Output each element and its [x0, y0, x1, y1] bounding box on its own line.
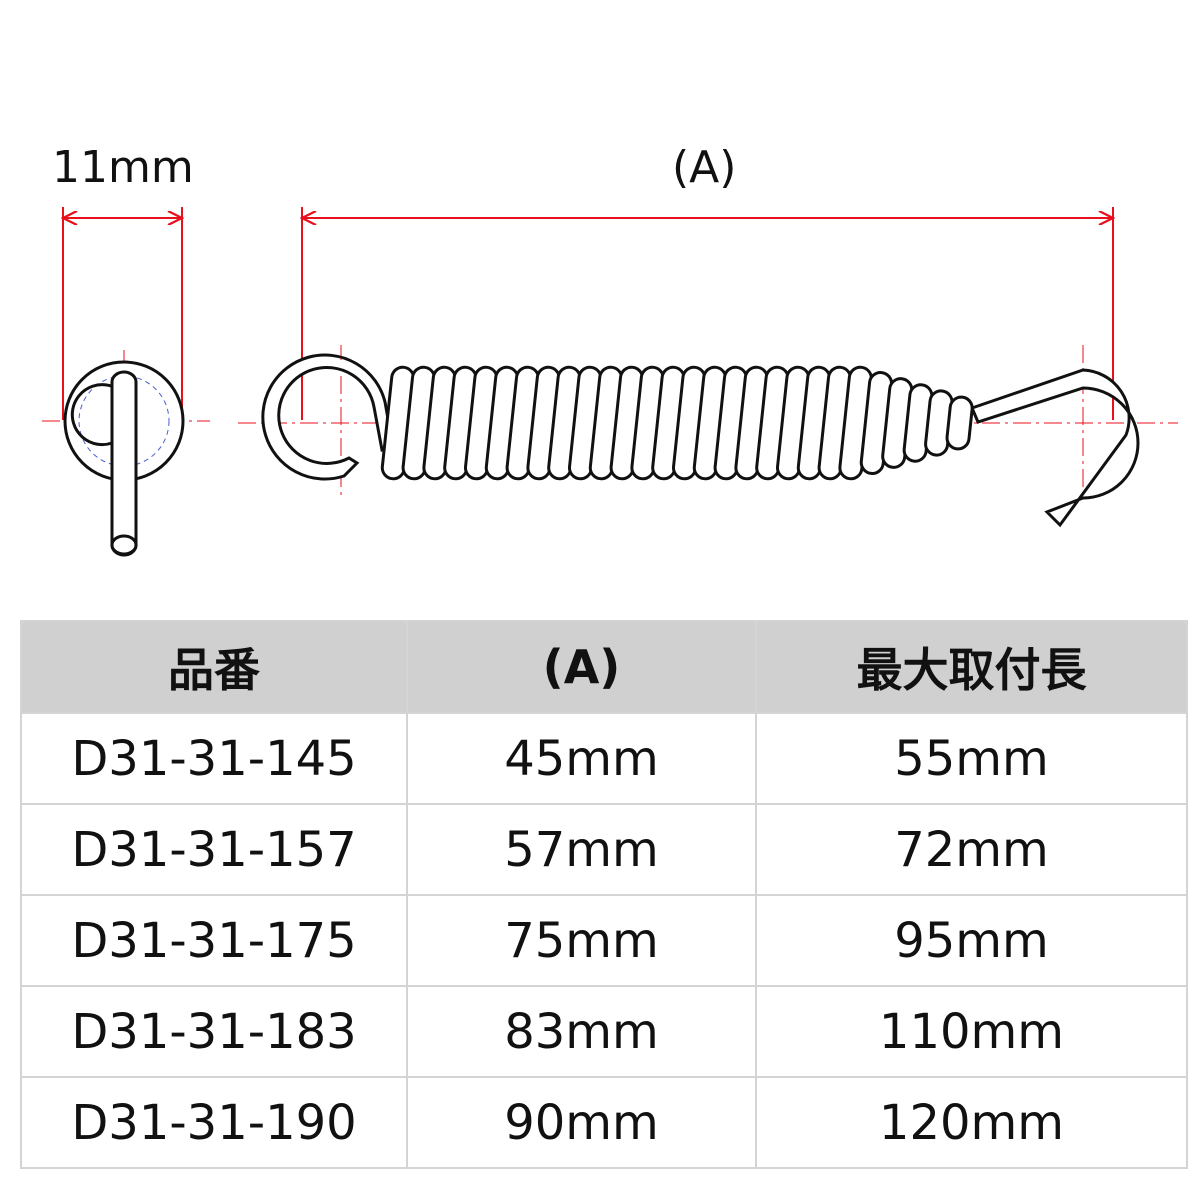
- width-dimension-label: 11mm: [52, 142, 194, 193]
- max-length-cell: 72mm: [755, 803, 1188, 896]
- header-length-a: (A): [406, 620, 757, 714]
- part-number-cell: D31-31-190: [20, 1076, 408, 1169]
- table-row: D31-31-190 90mm 120mm: [20, 1076, 1188, 1169]
- table-row: D31-31-145 45mm 55mm: [20, 712, 1188, 805]
- part-number-cell: D31-31-145: [20, 712, 408, 805]
- header-part-number: 品番: [20, 620, 408, 714]
- width-dimension-lines: [63, 207, 182, 420]
- length-a-cell: 57mm: [406, 803, 757, 896]
- table-row: D31-31-157 57mm 72mm: [20, 803, 1188, 896]
- table-row: D31-31-175 75mm 95mm: [20, 894, 1188, 987]
- coil-turns: [380, 365, 974, 481]
- max-length-cell: 110mm: [755, 985, 1188, 1078]
- length-a-cell: 45mm: [406, 712, 757, 805]
- length-a-cell: 83mm: [406, 985, 757, 1078]
- max-length-cell: 55mm: [755, 712, 1188, 805]
- length-a-cell: 90mm: [406, 1076, 757, 1169]
- header-max-mount-length: 最大取付長: [755, 620, 1188, 714]
- spring-drawing: [42, 207, 1178, 557]
- length-a-cell: 75mm: [406, 894, 757, 987]
- spring-side-view: [261, 353, 1140, 528]
- spring-end-view: [63, 360, 185, 557]
- part-number-cell: D31-31-175: [20, 894, 408, 987]
- spec-table: 品番 (A) 最大取付長 D31-31-145 45mm 55mm D31-31…: [20, 620, 1188, 1169]
- max-length-cell: 120mm: [755, 1076, 1188, 1169]
- length-dimension-label: (A): [672, 142, 737, 193]
- part-number-cell: D31-31-157: [20, 803, 408, 896]
- table-row: D31-31-183 83mm 110mm: [20, 985, 1188, 1078]
- table-header-row: 品番 (A) 最大取付長: [20, 620, 1188, 714]
- part-number-cell: D31-31-183: [20, 985, 408, 1078]
- coil-turn: [945, 395, 974, 451]
- max-length-cell: 95mm: [755, 894, 1188, 987]
